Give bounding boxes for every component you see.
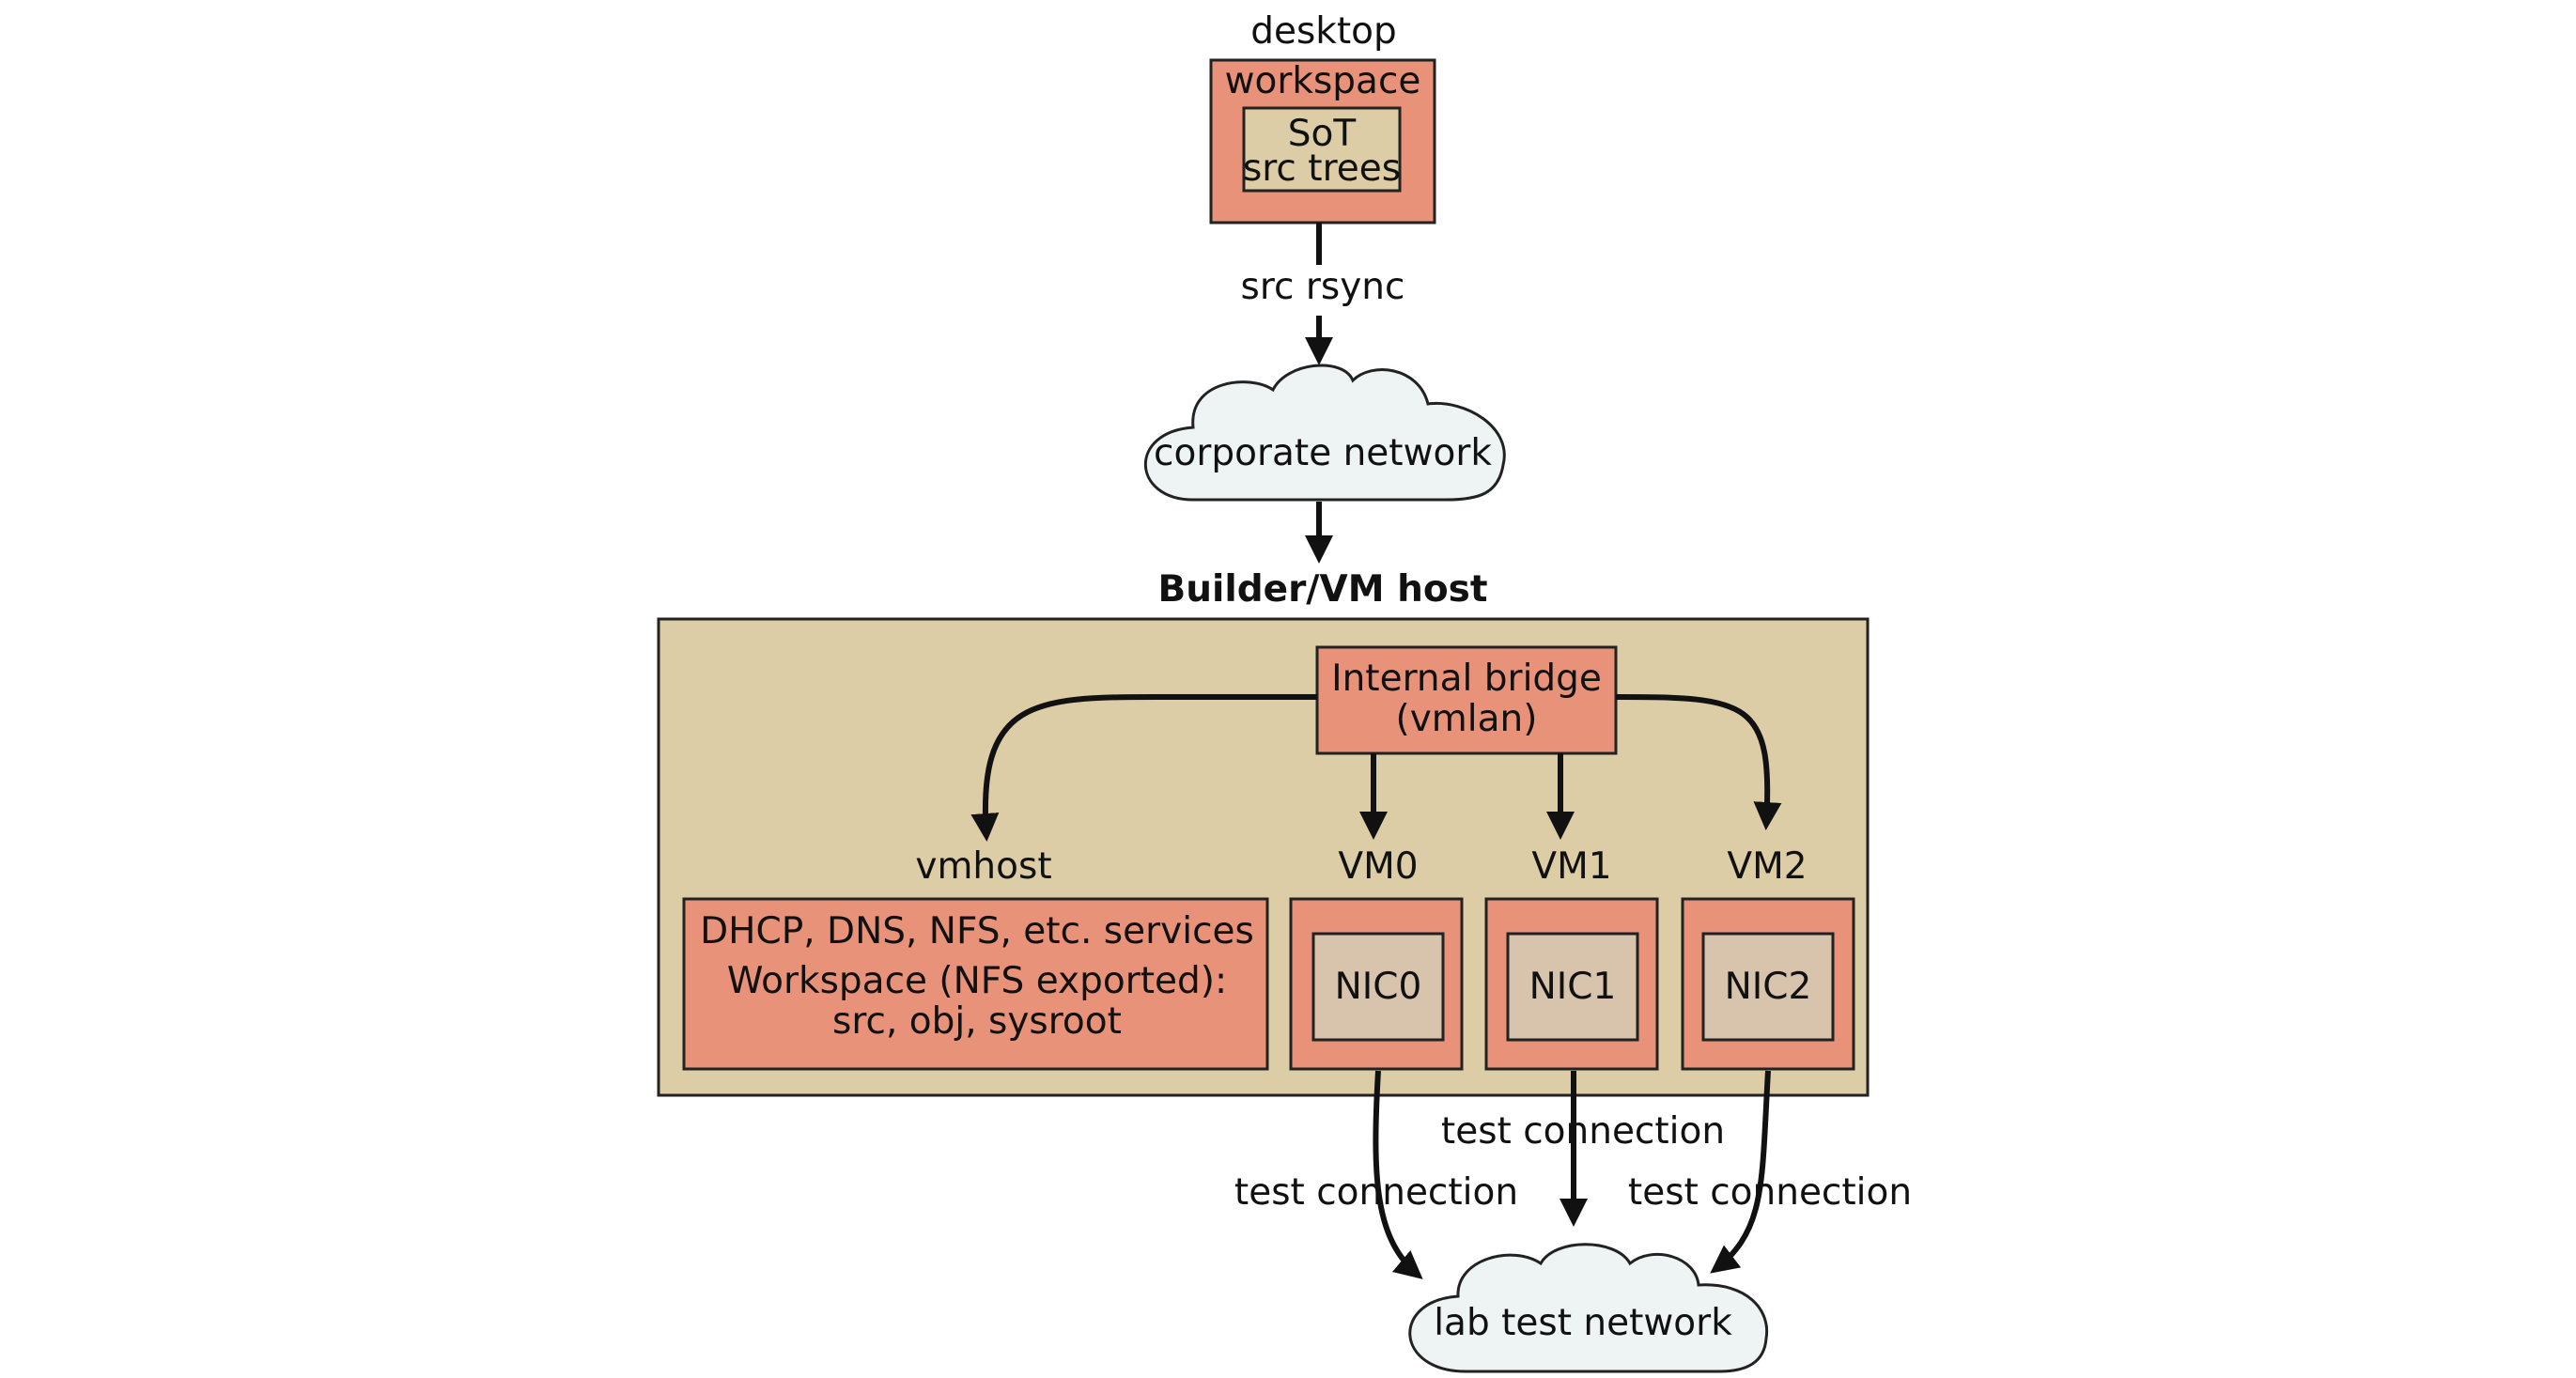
internal-bridge-label: Internal bridge — [1331, 658, 1602, 700]
nic0-box — [1311, 932, 1445, 1042]
sot-label: SoT — [1288, 113, 1357, 155]
desktop-title: desktop — [1250, 10, 1397, 53]
workspace-label: workspace — [1225, 60, 1421, 102]
vm0-label: VM0 — [1338, 845, 1418, 888]
lab-test-network-cloud — [1408, 1243, 1769, 1373]
bridge-to-vm2-arrow — [1615, 694, 1782, 830]
vm2-label: VM2 — [1727, 845, 1807, 888]
nic0-label: NIC0 — [1335, 966, 1422, 1008]
vm1-label: VM1 — [1531, 845, 1611, 888]
sot-box — [1242, 106, 1402, 193]
nic1-label: NIC1 — [1529, 966, 1617, 1008]
vmlan-label: (vmlan) — [1396, 698, 1538, 740]
bridge-to-vmhost-arrow — [970, 694, 1317, 842]
src-rsync-label: src rsync — [1241, 266, 1405, 308]
vmhost-workspace: Workspace (NFS exported): — [727, 960, 1227, 1002]
nic1-box — [1506, 932, 1639, 1042]
vm2-test-connection-label: test connection — [1628, 1171, 1912, 1214]
vm0-test-connection-label: test connection — [1234, 1171, 1518, 1214]
internal-bridge-box — [1315, 645, 1618, 755]
vmhost-dirs: src, obj, sysroot — [832, 1000, 1122, 1043]
vmhost-box — [682, 897, 1269, 1071]
vmhost-services: DHCP, DNS, NFS, etc. services — [700, 910, 1254, 952]
vmhost-label: vmhost — [915, 845, 1051, 888]
nic2-box — [1701, 932, 1835, 1042]
corporate-network-cloud — [1143, 364, 1506, 502]
nic2-label: NIC2 — [1725, 966, 1812, 1008]
builder-title: Builder/VM host — [1157, 568, 1487, 611]
vm1-test-connection-label: test connection — [1441, 1110, 1725, 1153]
src-trees-label: src trees — [1243, 147, 1401, 190]
vm2-test-connection-arrow — [1710, 1070, 1771, 1274]
vm0-test-connection-arrow — [1373, 1070, 1423, 1279]
lab-test-network-label: lab test network — [1434, 1302, 1732, 1344]
corporate-network-label: corporate network — [1154, 432, 1492, 474]
